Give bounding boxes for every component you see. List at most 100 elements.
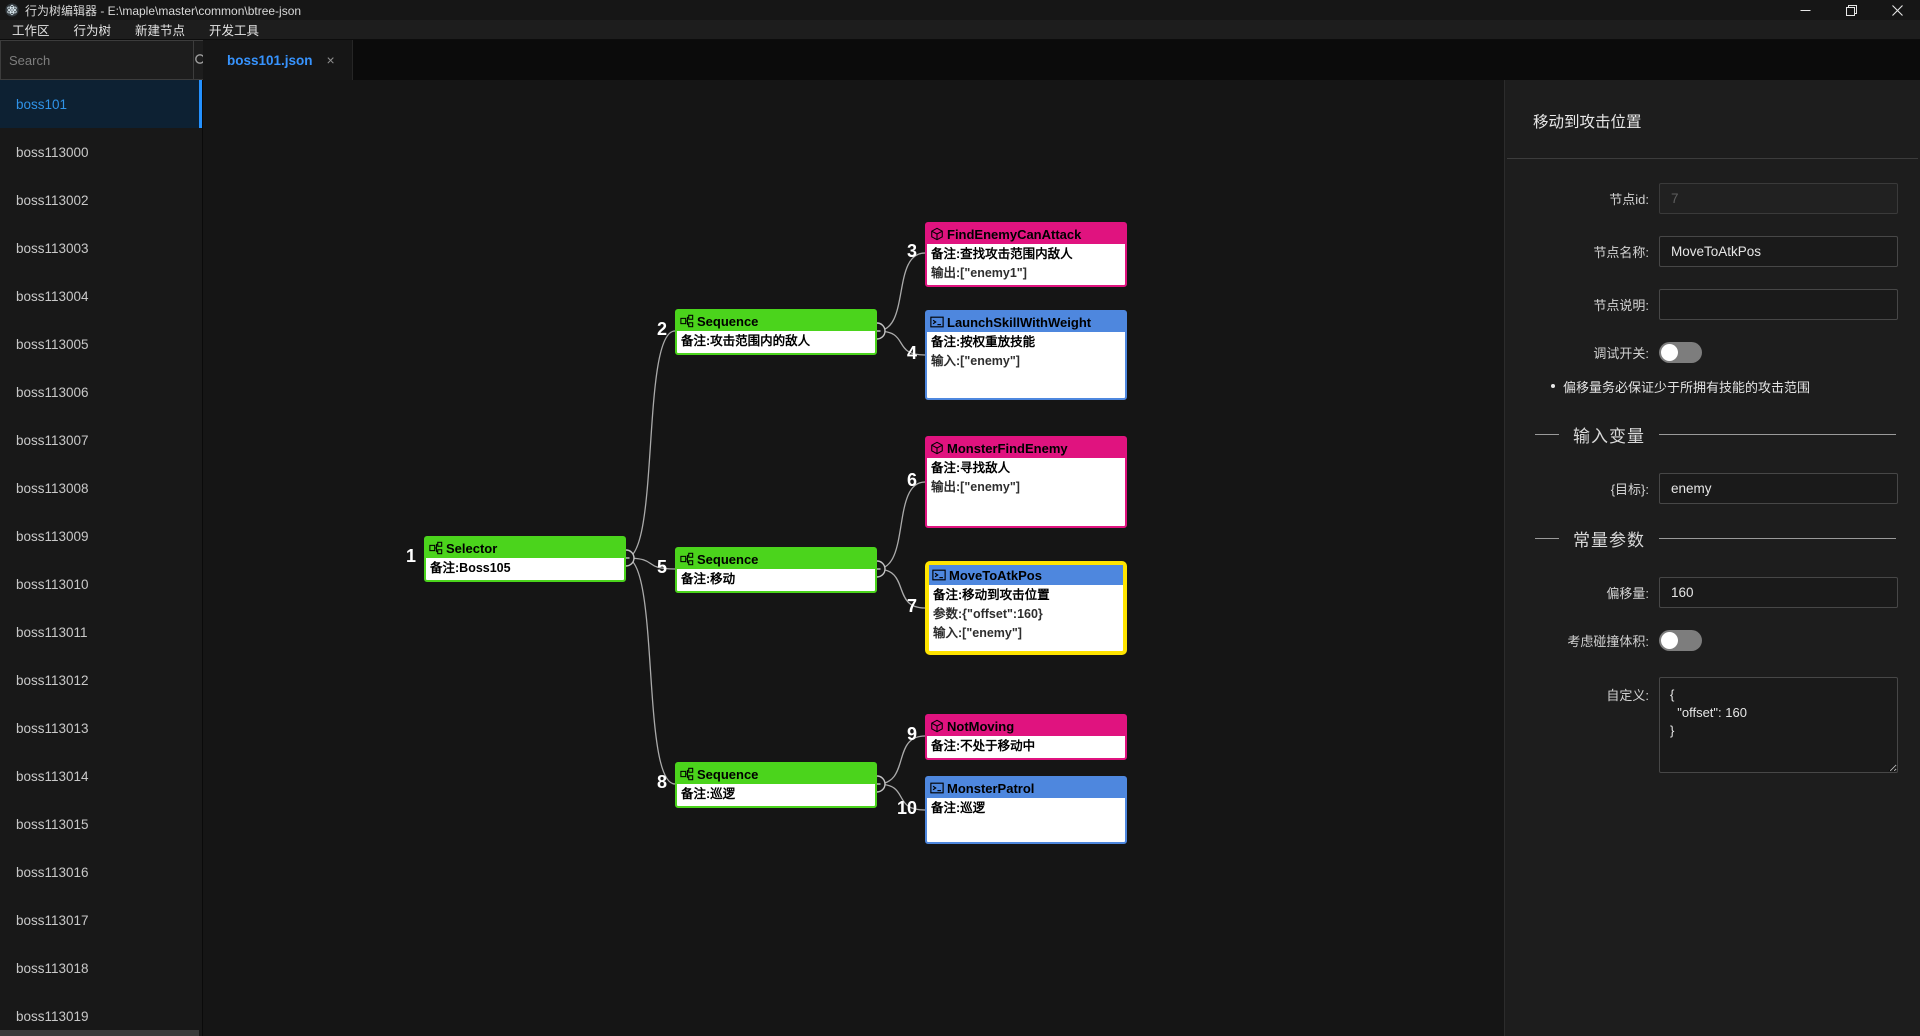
search-input[interactable] [0,40,194,80]
node-line: 备注:巡逻 [931,801,986,815]
sidebar-item-boss113011[interactable]: boss113011 [16,624,88,640]
sidebar-item-boss113010[interactable]: boss113010 [16,576,89,592]
node-line: 备注:移动 [681,572,736,586]
node-id-field [1659,183,1898,214]
node-title: MonsterFindEnemy [947,440,1068,456]
app-logo-icon [5,3,19,17]
offset-param-label: 偏移量: [1606,586,1649,601]
node-order-number: 4 [906,343,917,363]
node-title: LaunchSkillWithWeight [947,314,1092,330]
sidebar-item-boss113018[interactable]: boss113018 [16,960,89,976]
node-line: 备注:Boss105 [430,561,511,575]
menu-item-2[interactable]: 新建节点 [135,24,186,38]
node-body: 备注:巡逻 [677,784,875,806]
menu-bar: 工作区 行为树 新建节点 开发工具 [0,20,1920,40]
node-title: MonsterPatrol [947,780,1035,796]
sidebar-item-boss113007[interactable]: boss113007 [16,432,89,448]
flow-icon [680,552,694,566]
node-order-number: 5 [656,557,667,577]
node-header: MonsterPatrol [927,778,1125,798]
sidebar-item-boss113016[interactable]: boss113016 [16,864,89,880]
flow-icon [429,541,443,555]
collision-toggle[interactable] [1659,630,1702,651]
cube-icon [930,719,944,733]
node-header: MonsterFindEnemy [927,438,1125,458]
flow-icon [680,314,694,328]
node-line: 输出:["enemy"] [931,480,1020,494]
node-line: 备注:查找攻击范围内敌人 [931,247,1073,261]
sidebar-item-boss113004[interactable]: boss113004 [16,288,89,304]
tree-node-LaunchSkillWithWeight[interactable]: LaunchSkillWithWeight 备注:按权重放技能输入:["enemy… [925,310,1127,400]
tree-node-Selector[interactable]: Selector 备注:Boss105 [424,536,626,582]
sidebar-item-boss113000[interactable]: boss113000 [16,144,89,160]
sidebar-scrollbar[interactable] [0,1030,199,1036]
section-line [1659,434,1896,435]
menu-item-3[interactable]: 开发工具 [209,24,260,38]
close-button[interactable] [1874,0,1920,20]
node-body: 备注:Boss105 [426,558,624,580]
bullet-icon [1551,384,1555,388]
section-dash [1535,434,1559,435]
terminal-icon [930,781,944,795]
tab-strip: boss101.json × [203,40,1920,80]
tree-node-Sequence[interactable]: Sequence 备注:巡逻 [675,762,877,808]
node-header: Sequence [677,311,875,331]
node-title: Sequence [697,766,759,782]
sidebar-item-boss113019[interactable]: boss113019 [16,1008,89,1024]
sidebar-item-boss113015[interactable]: boss113015 [16,816,89,832]
node-order-number: 7 [906,596,917,616]
node-line: 参数:{"offset":160} [933,607,1043,621]
sidebar-item-boss113013[interactable]: boss113013 [16,720,89,736]
node-title: Sequence [697,313,759,329]
sidebar-item-boss113006[interactable]: boss113006 [16,384,89,400]
menu-item-1[interactable]: 行为树 [73,24,112,38]
target-var-field[interactable] [1659,473,1898,504]
const-params-title: 常量参数 [1573,531,1645,550]
debug-toggle[interactable] [1659,342,1702,363]
sidebar-item-boss113002[interactable]: boss113002 [16,192,89,208]
node-header: LaunchSkillWithWeight [927,312,1125,332]
restore-button[interactable] [1828,0,1874,20]
sidebar-item-boss113014[interactable]: boss113014 [16,768,89,784]
custom-json-field[interactable]: { "offset": 160 } [1659,677,1898,773]
tree-node-Sequence[interactable]: Sequence 备注:移动 [675,547,877,593]
node-name-field[interactable] [1659,236,1898,267]
connection-line [876,783,926,811]
sidebar-item-boss101[interactable]: boss101 [0,80,202,128]
minimize-button[interactable] [1782,0,1828,20]
node-line: 备注:按权重放技能 [931,335,1036,349]
node-title: FindEnemyCanAttack [947,226,1082,242]
node-title: Sequence [697,551,759,567]
connection-line [876,330,926,356]
sidebar-item-boss113008[interactable]: boss113008 [16,480,89,496]
sidebar-item-boss113012[interactable]: boss113012 [16,672,89,688]
terminal-icon [930,315,944,329]
menu-item-0[interactable]: 工作区 [12,24,50,38]
tab-label: boss101.json [227,52,313,68]
connection-line [876,481,926,570]
node-line: 输入:["enemy"] [931,354,1020,368]
node-title: Selector [446,540,498,556]
connection-line [876,735,926,785]
tab-close-icon[interactable]: × [326,52,335,68]
tab-boss101-json[interactable]: boss101.json × [203,40,353,80]
sidebar-item-boss113003[interactable]: boss113003 [16,240,89,256]
sidebar-item-boss113017[interactable]: boss113017 [16,912,89,928]
sidebar-item-boss113005[interactable]: boss113005 [16,336,89,352]
tree-node-MonsterPatrol[interactable]: MonsterPatrol 备注:巡逻 [925,776,1127,844]
node-body: 备注:不处于移动中 [927,736,1125,758]
panel-header: 移动到攻击位置 [1507,80,1918,159]
debug-toggle-label: 调试开关: [1593,346,1649,361]
node-header: NotMoving [927,716,1125,736]
collision-toggle-label: 考虑碰撞体积: [1567,634,1649,649]
node-desc-field[interactable] [1659,289,1898,320]
offset-param-field[interactable] [1659,577,1898,608]
sidebar-item-boss113009[interactable]: boss113009 [16,528,89,544]
node-line: 输入:["enemy"] [933,626,1022,640]
